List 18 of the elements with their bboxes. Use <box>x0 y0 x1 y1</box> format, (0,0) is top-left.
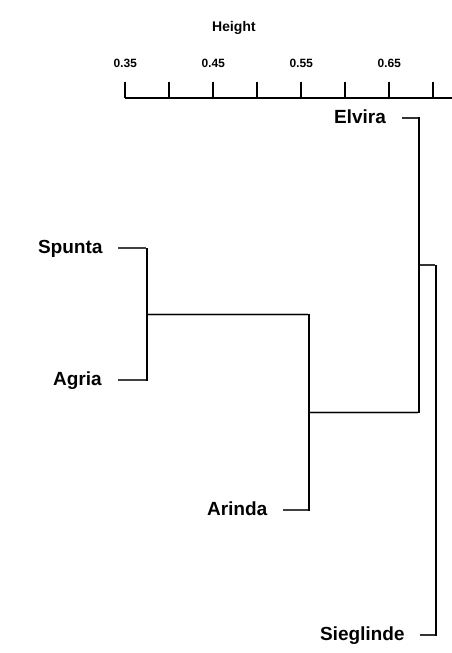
axis-title: Height <box>212 18 256 34</box>
branch-line <box>148 314 308 316</box>
tick-label: 0.65 <box>378 56 401 70</box>
branch-line <box>420 634 435 636</box>
branch-line <box>118 379 146 381</box>
branch-line <box>310 412 418 414</box>
cultivar-label: Spunta <box>38 237 118 259</box>
cultivar-label: Sieglinde <box>320 624 420 646</box>
cultivar-label: Elvira <box>334 107 402 129</box>
branch-line <box>420 264 435 266</box>
branch-line <box>118 247 146 249</box>
branch-line <box>283 509 308 511</box>
tick-label: 0.45 <box>202 56 225 70</box>
tick-label: 0.35 <box>114 56 137 70</box>
branch-line <box>402 117 418 119</box>
cultivar-label: Arinda <box>207 499 284 521</box>
cultivar-label: Agria <box>53 369 118 391</box>
tick-label: 0.55 <box>290 56 313 70</box>
